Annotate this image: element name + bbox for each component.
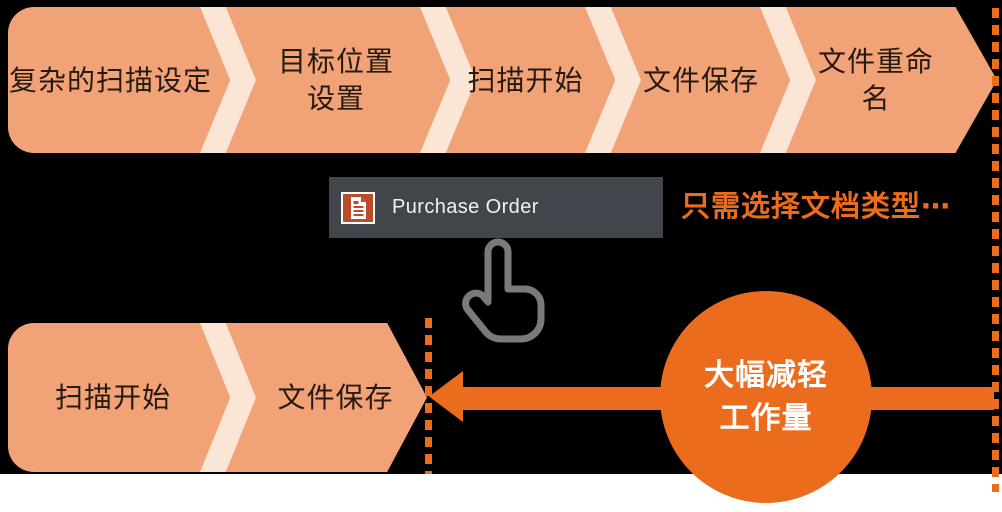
bottom-white-strip	[0, 474, 1002, 512]
flow-step-label: 目标位置 设置	[277, 46, 394, 114]
flow-step-label: 文件保存	[277, 382, 394, 413]
flow-step-label: 文件重命名	[817, 46, 934, 114]
selector-label: Purchase Order	[392, 196, 539, 218]
bottom-flow-band	[8, 323, 427, 472]
left-arrow-head-icon	[429, 371, 463, 422]
hint-text: 只需选择文档类型⋯	[681, 191, 952, 223]
benefit-circle: 大幅减轻 工作量	[660, 291, 872, 503]
benefit-text: 大幅减轻 工作量	[704, 359, 828, 435]
flow-step-label: 复杂的扫描设定	[8, 64, 212, 96]
dashed-guide-line-right	[992, 8, 999, 492]
flow-step-label: 扫描开始	[467, 64, 584, 96]
document-icon	[341, 191, 375, 224]
top-flow-band	[8, 7, 997, 153]
dashed-guide-line-left	[425, 318, 432, 474]
hand-cursor-icon	[462, 238, 545, 343]
flow-step-label: 扫描开始	[54, 382, 171, 413]
chevron-separator-icon	[585, 7, 641, 153]
document-type-selector[interactable]: Purchase Order	[329, 177, 663, 238]
flow-step-label: 文件保存	[642, 64, 759, 96]
